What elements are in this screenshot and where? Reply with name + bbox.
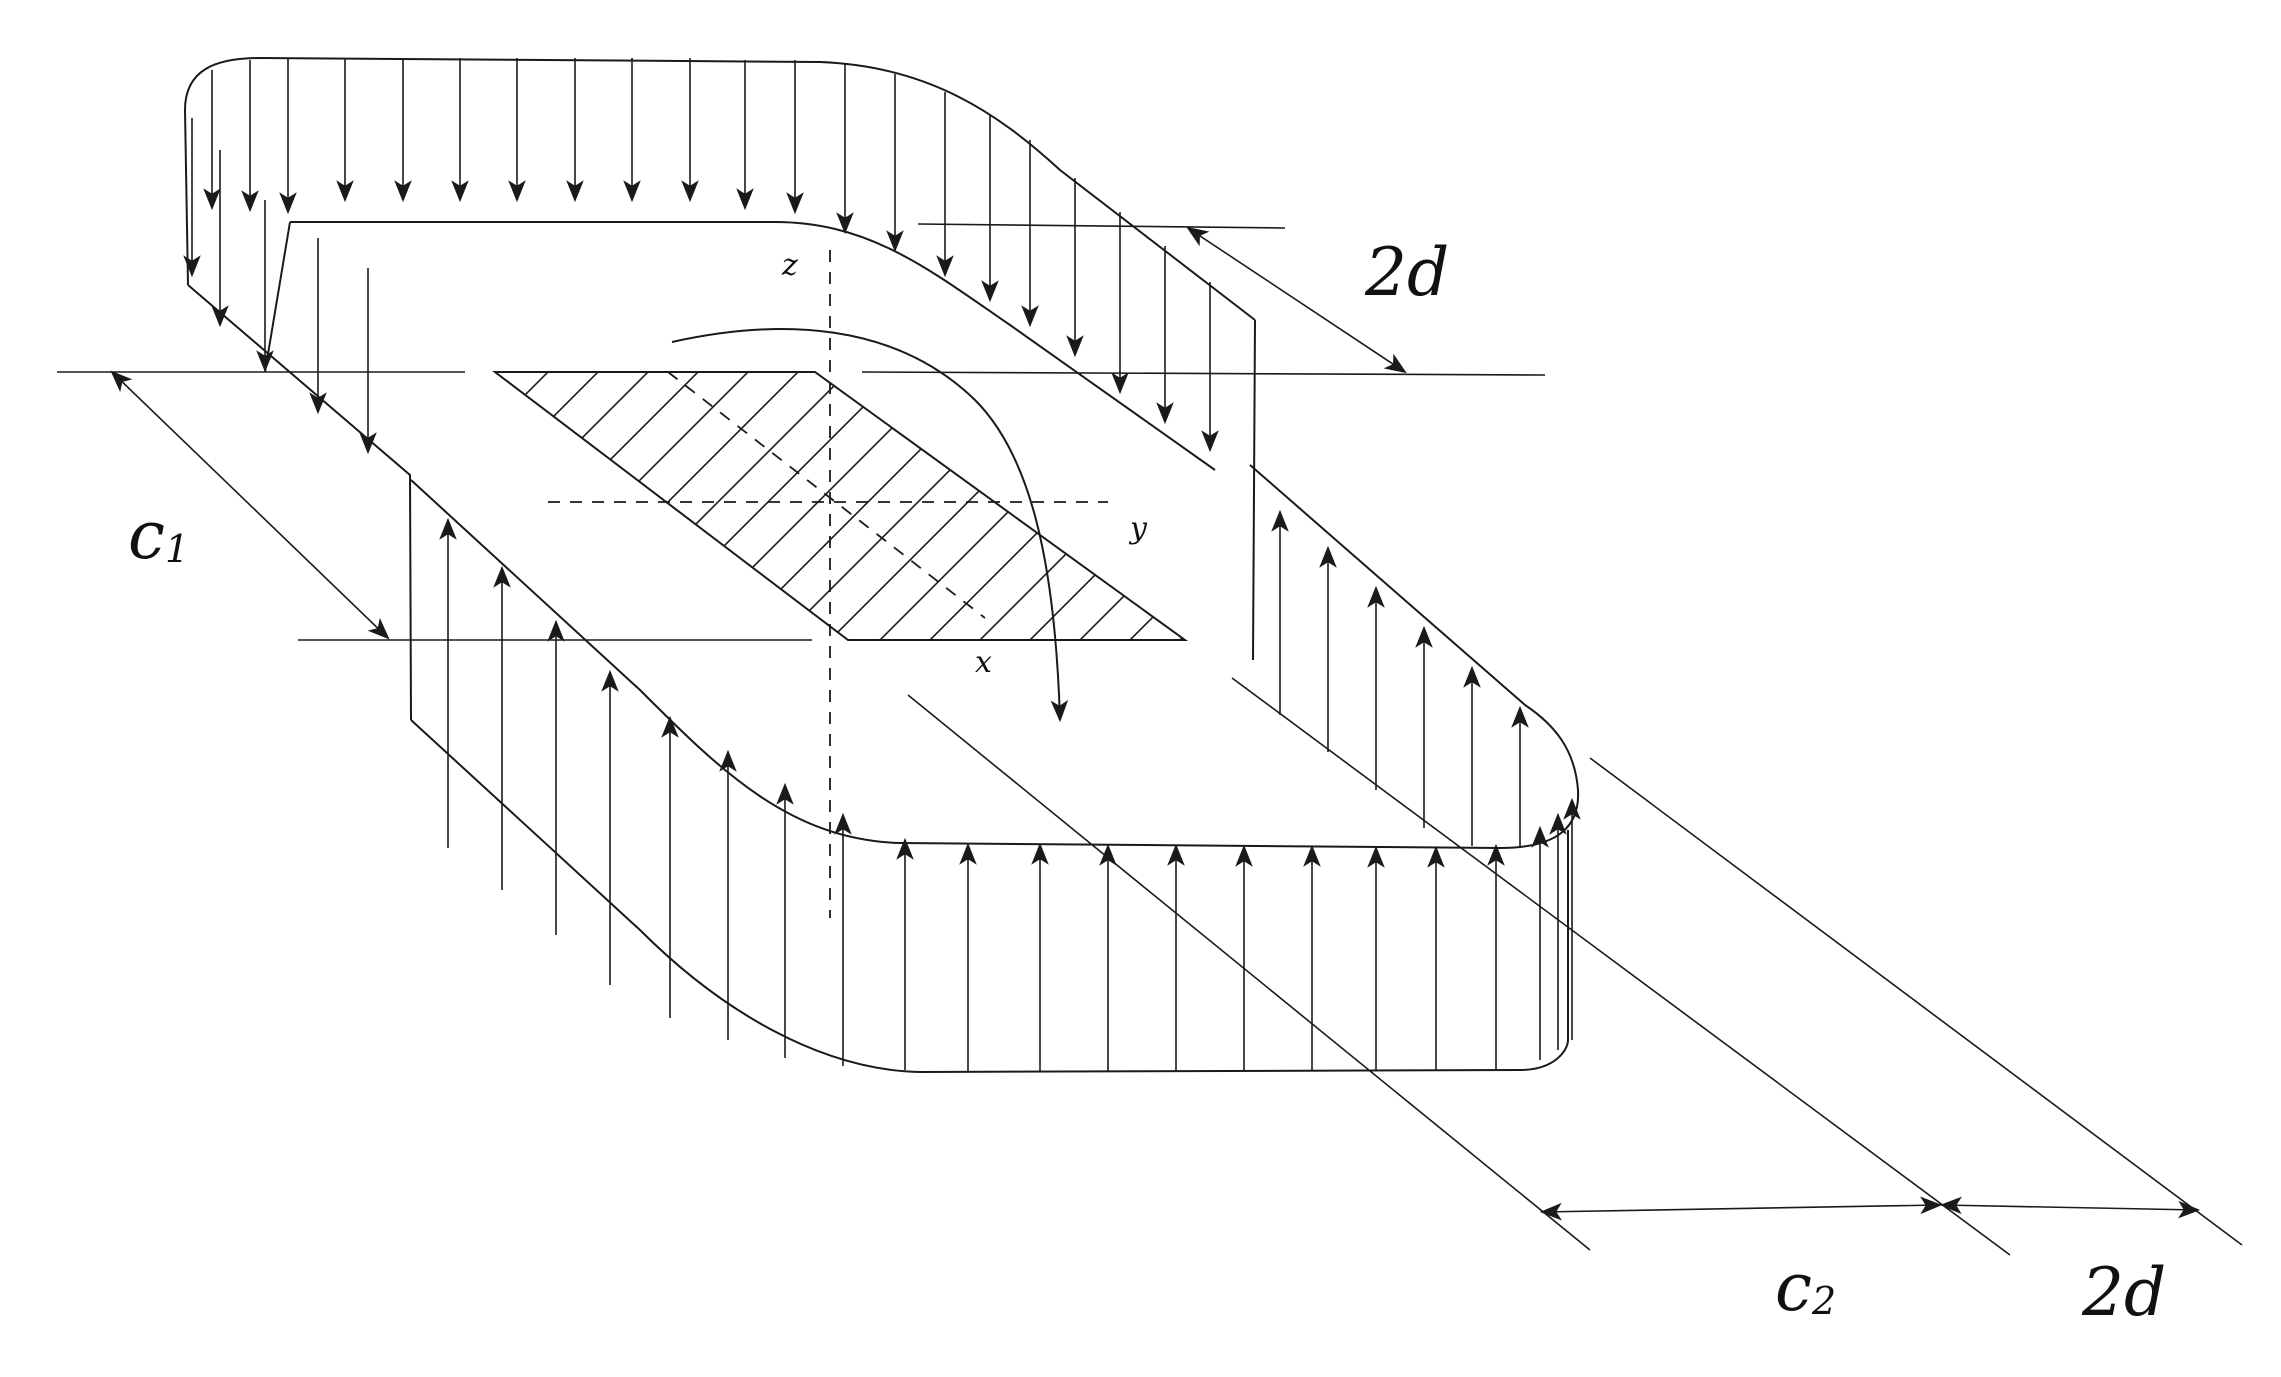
axis-label-y: y [1128, 511, 1148, 546]
top-critical-perimeter [290, 221, 1216, 471]
top-stress-band [183, 56, 1256, 721]
dimension-2d-top: 2d [861, 223, 1546, 376]
top-down-arrows [203, 58, 1219, 453]
moment-arrow [671, 328, 1069, 723]
extension-line [861, 371, 1546, 376]
dimension-c1: c1 [57, 370, 812, 641]
dimension-line-2d-top [1186, 226, 1407, 374]
label-c1: c1 [128, 497, 189, 574]
dimension-line-c2 [1539, 1196, 1943, 1221]
extension-line [1589, 757, 2243, 1246]
axis-label-x: x [975, 645, 992, 680]
label-2d-bottom: 2d [2081, 1254, 2166, 1331]
bottom-up-arrows [439, 517, 1581, 1072]
extension-line [907, 694, 1591, 1251]
extension-line [1231, 677, 2011, 1256]
axis-label-z: z [781, 248, 798, 283]
extension-line [917, 223, 1286, 229]
label-c2: c2 [1775, 1249, 1836, 1326]
top-band-right-wall [1252, 319, 1256, 661]
x-axis [667, 371, 986, 619]
label-2d-top: 2d [1364, 234, 1449, 311]
bottom-band-outer-edge [410, 719, 1569, 1074]
top-band-left-wall [184, 109, 189, 286]
top-band-lower-edge [187, 284, 412, 721]
top-band-outer-edge [184, 56, 1256, 321]
coordinate-axes: z y x [548, 248, 1148, 918]
dimension-line-c1 [110, 370, 390, 640]
right-up-arrows [1271, 509, 1529, 848]
bottom-stress-band [410, 464, 1581, 1074]
bottom-critical-perimeter [410, 464, 1580, 850]
column-outline [492, 371, 1189, 641]
dimension-line-2d-bottom [1939, 1196, 2201, 1219]
left-critical-perimeter [264, 221, 291, 373]
dimension-c2-2d-bottom: c2 2d [907, 677, 2243, 1331]
